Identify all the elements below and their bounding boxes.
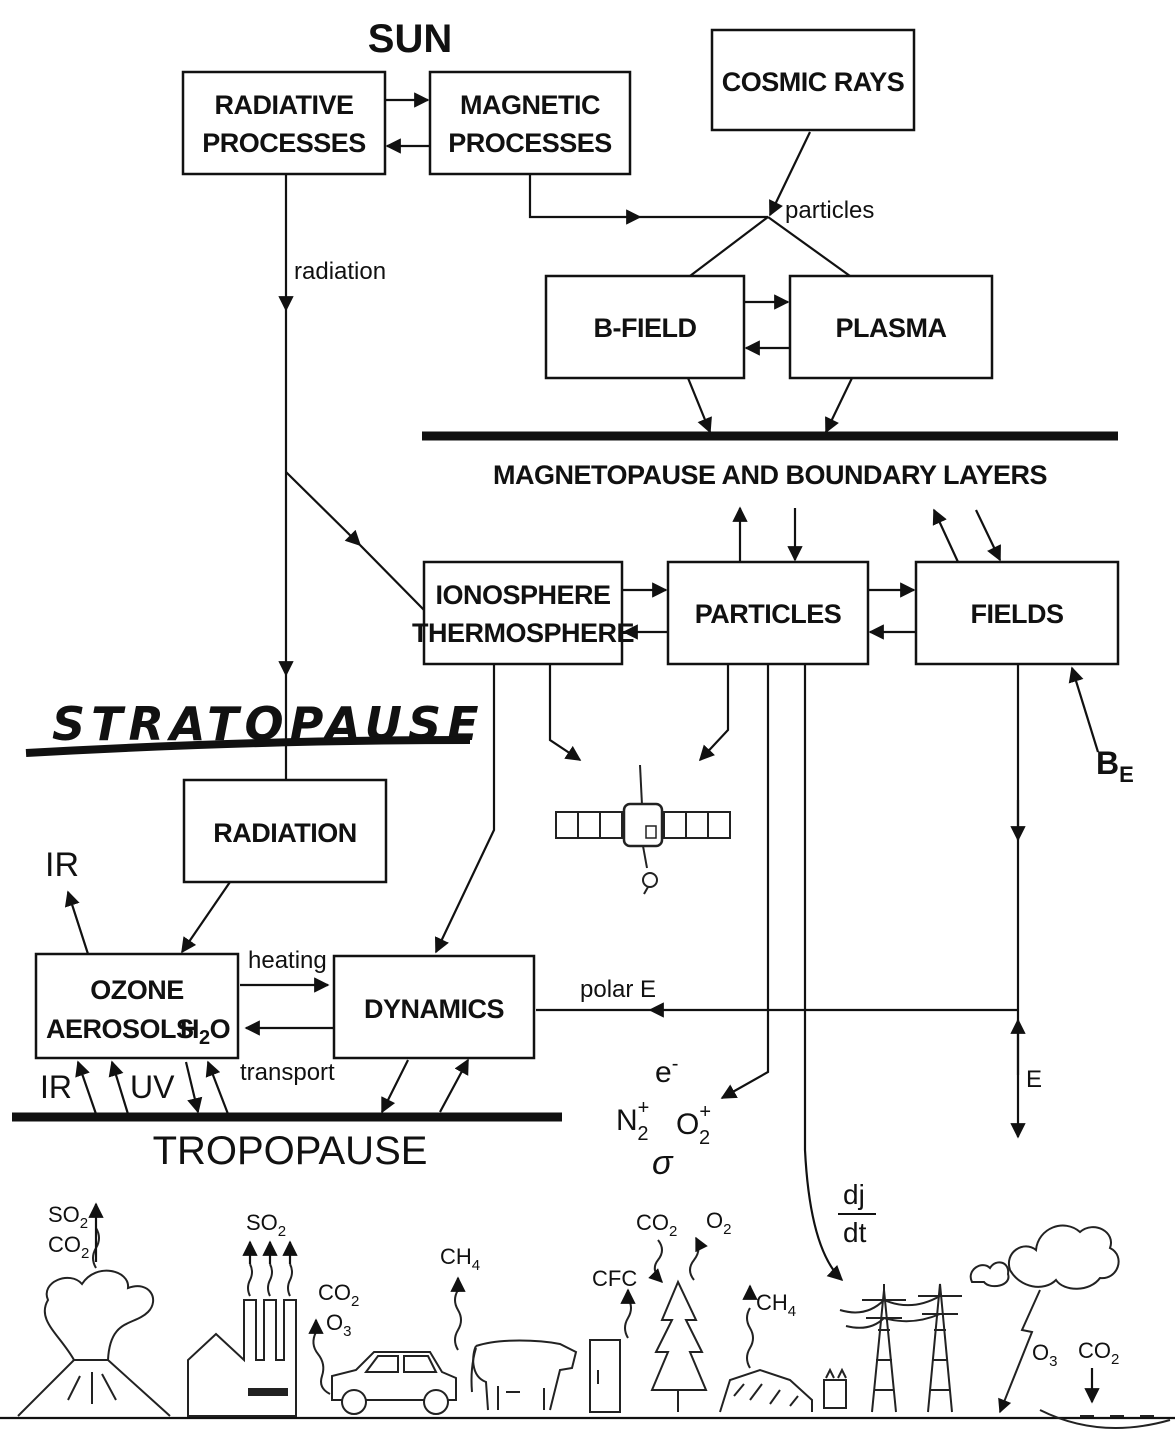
- particles-box: PARTICLES: [666, 560, 870, 666]
- svg-text:FIELDS: FIELDS: [970, 599, 1063, 629]
- radiation-flow-label: radiation: [294, 258, 386, 285]
- b-e-label: BE: [1096, 745, 1134, 787]
- magnetic-processes-box: MAGNETIC PROCESSES: [428, 70, 632, 176]
- svg-text:PARTICLES: PARTICLES: [695, 599, 842, 629]
- radiation-box: RADIATION: [182, 778, 388, 884]
- car-emission-o3: O3: [326, 1310, 351, 1340]
- ionosphere-thermosphere-box: IONOSPHERE THERMOSPHERE: [412, 560, 635, 666]
- cosmic-rays-arrow: [769, 131, 811, 217]
- ir-bottom-label: IR: [40, 1069, 72, 1105]
- svg-text:PROCESSES: PROCESSES: [448, 128, 612, 158]
- b-field-box: B-FIELD: [544, 274, 746, 380]
- factory-icon: [187, 1240, 298, 1417]
- fridge-emission-cfc: CFC: [592, 1266, 637, 1291]
- car-icon: [308, 1318, 457, 1415]
- svg-text:B-FIELD: B-FIELD: [594, 313, 697, 343]
- svg-text:COSMIC RAYS: COSMIC RAYS: [722, 67, 905, 97]
- tree-emission-co2: CO2: [636, 1210, 677, 1240]
- volcano-emission-so2: SO2: [48, 1202, 88, 1232]
- svg-text:AEROSOLS: AEROSOLS: [46, 1014, 194, 1044]
- refrigerator-icon: [589, 1288, 636, 1413]
- svg-text:RADIATION: RADIATION: [213, 818, 357, 848]
- fallen-tree-icon: [719, 1284, 813, 1413]
- e-field-label: E: [1026, 1066, 1042, 1093]
- svg-text:dj: dj: [843, 1179, 865, 1210]
- sigma-label: σ: [652, 1144, 674, 1182]
- volcano-icon: [17, 1202, 171, 1417]
- factory-emission-so2: SO2: [246, 1210, 286, 1240]
- o2-plus-label: O+2: [676, 1101, 711, 1149]
- cow-emission-ch4: CH4: [440, 1244, 480, 1274]
- svg-text:PROCESSES: PROCESSES: [202, 128, 366, 158]
- particles-flow-label: particles: [785, 197, 874, 224]
- lake-emission-o3: O3: [1032, 1340, 1057, 1370]
- magnetopause-label: MAGNETOPAUSE AND BOUNDARY LAYERS: [493, 460, 1047, 490]
- tree-emission-o2: O2: [706, 1208, 731, 1238]
- polar-e-label: polar E: [580, 976, 656, 1003]
- dynamics-box: DYNAMICS: [332, 954, 536, 1060]
- svg-text:dt: dt: [843, 1217, 867, 1248]
- tropopause-label: TROPOPAUSE: [153, 1129, 428, 1173]
- svg-text:IONOSPHERE: IONOSPHERE: [435, 580, 610, 610]
- svg-text:THERMOSPHERE: THERMOSPHERE: [412, 618, 634, 648]
- svg-text:DYNAMICS: DYNAMICS: [364, 994, 504, 1024]
- tree-icon: [648, 1236, 708, 1412]
- n2-plus-label: N+2: [616, 1097, 649, 1145]
- uv-label: UV: [130, 1069, 175, 1105]
- stratopause-line: [25, 736, 471, 757]
- cloud-lightning-icon: [969, 1224, 1171, 1429]
- svg-text:PLASMA: PLASMA: [836, 313, 947, 343]
- lake-emission-co2: CO2: [1078, 1338, 1119, 1368]
- ozone-aerosols-h2o-box: OZONE AEROSOLS H2O: [34, 952, 240, 1060]
- volcano-emission-co2: CO2: [48, 1232, 89, 1262]
- magnetic-particles-arrow: [528, 174, 642, 225]
- svg-text:RADIATIVE: RADIATIVE: [214, 90, 353, 120]
- transport-label: transport: [240, 1059, 335, 1086]
- fields-box: FIELDS: [914, 560, 1120, 666]
- radiative-processes-box: RADIATIVE PROCESSES: [181, 70, 387, 176]
- plasma-box: PLASMA: [788, 274, 994, 380]
- cow-icon: [450, 1276, 578, 1411]
- power-lines-icon: [823, 1283, 962, 1413]
- svg-text:OZONE: OZONE: [90, 975, 184, 1005]
- debris-emission-ch4: CH4: [756, 1290, 796, 1320]
- svg-text:MAGNETIC: MAGNETIC: [460, 90, 600, 120]
- car-emission-co2: CO2: [318, 1280, 359, 1310]
- cosmic-rays-box: COSMIC RAYS: [710, 28, 916, 132]
- satellite-icon: [555, 764, 731, 895]
- dj-dt-label: dj dt: [838, 1179, 876, 1248]
- sun-title: SUN: [368, 17, 452, 61]
- heating-label: heating: [248, 947, 327, 974]
- ir-top-label: IR: [45, 846, 79, 884]
- electron-label: e-: [655, 1053, 678, 1089]
